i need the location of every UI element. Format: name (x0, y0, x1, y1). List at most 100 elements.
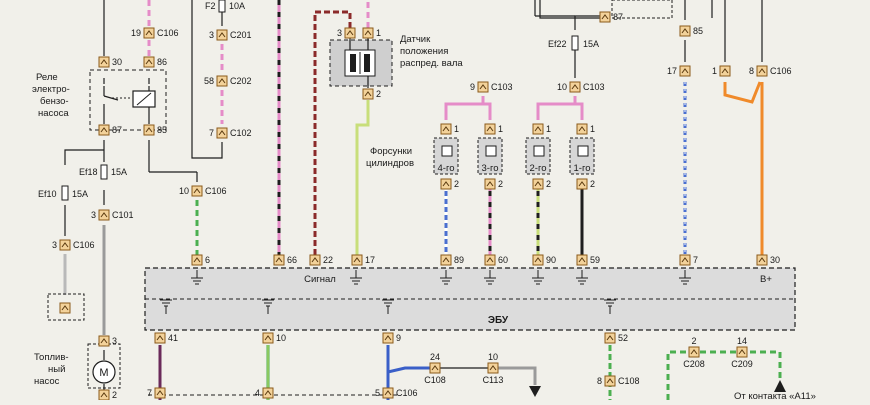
connector-terminal (59, 302, 71, 314)
injectors-label-line-2: цилиндров (366, 158, 414, 169)
fuses (61, 0, 579, 201)
ground-symbols (160, 270, 691, 314)
connector-terminal (362, 27, 374, 39)
pin-number: 8 (749, 66, 754, 76)
connector-terminal (362, 88, 374, 100)
connector-terminal (216, 127, 228, 139)
pin-number: 17 (667, 66, 677, 76)
fuse-f2-label: F2 (205, 1, 216, 11)
ecu-label: ЭБУ (488, 315, 509, 326)
connector-id: C103 (491, 82, 513, 92)
pin-number: 52 (618, 333, 628, 343)
pin-number: 6 (205, 255, 210, 265)
pin-number: 10 (488, 352, 498, 362)
relay-label-line-4: насоса (38, 108, 69, 119)
fuel-pump-label-line-1: Топлив- (34, 352, 69, 363)
pin-number: 90 (546, 255, 556, 265)
connector-terminal (143, 27, 155, 39)
connector-terminal (382, 387, 394, 399)
pin-number: 7 (693, 255, 698, 265)
connector-id: C106 (770, 66, 792, 76)
camshaft-sensor (344, 36, 376, 88)
fuse-ef18-label: Ef18 (79, 167, 98, 177)
relay-label-line-3: бензо- (40, 96, 69, 107)
connector-terminal (679, 65, 691, 77)
connector-terminal (679, 254, 691, 266)
connector-terminal (688, 346, 700, 358)
connector-terminal (143, 124, 155, 136)
connector-id: C202 (230, 76, 252, 86)
connector-id: C106 (205, 186, 227, 196)
pin-number: 8 (597, 376, 602, 386)
connector-terminal (59, 239, 71, 251)
camshaft-label-line-2: положения (400, 46, 448, 57)
pin-number: 1 (376, 28, 381, 38)
injector-label-4: 4-го (438, 163, 455, 174)
fuse-ef22-label: Ef22 (548, 39, 567, 49)
pin-number: 1 (712, 66, 717, 76)
fuse-ef10-rating: 15A (72, 189, 88, 199)
pin-number: 66 (287, 255, 297, 265)
injector-label-1: 1-го (574, 163, 591, 174)
pin-number: 89 (454, 255, 464, 265)
fuel-pump-motor (92, 360, 116, 384)
connector-terminal (532, 178, 544, 190)
fuel-pump-relay (103, 86, 156, 124)
fuse-ef18-rating: 15A (111, 167, 127, 177)
pin-number: 2 (498, 179, 503, 189)
connector-terminal (440, 178, 452, 190)
connector-terminal (382, 332, 394, 344)
pin-number: 1 (546, 124, 551, 134)
connector-terminal (216, 29, 228, 41)
pin-number: 2 (376, 89, 381, 99)
pin-number: 86 (157, 57, 167, 67)
pin-number: 87 (112, 125, 122, 135)
wire-group-left (63, 0, 199, 395)
arrow-down-icon (529, 386, 541, 397)
connector-terminal (262, 387, 274, 399)
connector-terminal (98, 389, 110, 401)
connector-terminal (309, 254, 321, 266)
connector-terminal (604, 332, 616, 344)
connector-id: C106 (396, 388, 418, 398)
pin-number: 1 (590, 124, 595, 134)
pin-number: 9 (396, 333, 401, 343)
connector-terminal (262, 332, 274, 344)
connector-terminal (351, 254, 363, 266)
pin-number: 85 (157, 125, 167, 135)
fuse-f2-rating: 10A (229, 1, 245, 11)
pin-number: 14 (737, 336, 747, 346)
pin-number: 1 (498, 124, 503, 134)
wire-group-bottom (148, 345, 782, 400)
pin-number: 10 (276, 333, 286, 343)
fuel-pump-label-line-3: насос (34, 376, 60, 387)
connector-terminal (98, 335, 110, 347)
pin-number: 30 (770, 255, 780, 265)
injectors (433, 137, 595, 175)
fuse-ef22-rating: 15A (583, 39, 599, 49)
fuel-pump-label-line-2: ный (48, 364, 65, 375)
pin-number: 59 (590, 255, 600, 265)
pin-number: 5 (375, 388, 380, 398)
pin-number: 7 (209, 128, 214, 138)
connector-terminal (98, 209, 110, 221)
connector-terminal (429, 362, 441, 374)
pin-number: 17 (365, 255, 375, 265)
connector-terminal (719, 65, 731, 77)
connector-id: C103 (583, 82, 605, 92)
connector-terminal (756, 65, 768, 77)
pin-number: 2 (546, 179, 551, 189)
pin-number: 3 (112, 336, 117, 346)
pin-number: 7 (147, 388, 152, 398)
connector-terminal (154, 387, 166, 399)
pin-number: 9 (470, 82, 475, 92)
connector-terminal (191, 254, 203, 266)
pin-number: 85 (693, 26, 703, 36)
pin-number: 1 (454, 124, 459, 134)
injector-label-2: 2-го (530, 163, 547, 174)
connector-terminal (756, 254, 768, 266)
connector-terminal (191, 185, 203, 197)
connector-id: C106 (157, 28, 179, 38)
